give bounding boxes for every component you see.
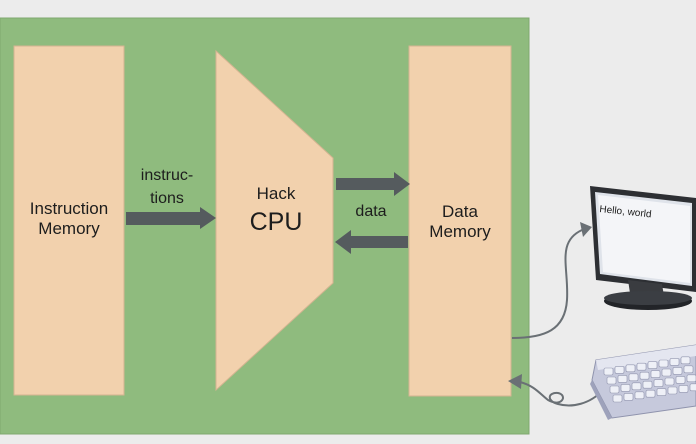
keyboard-key <box>680 356 691 365</box>
keyboard-key <box>639 371 650 380</box>
instruction-memory-label-line2: Memory <box>38 219 100 239</box>
data-memory-block <box>408 45 512 397</box>
data-arrow-right <box>336 172 410 196</box>
keyboard-key <box>647 361 658 369</box>
keyboard-key <box>678 385 689 393</box>
keyboard-key <box>675 376 686 384</box>
keyboard-key <box>603 367 614 376</box>
data-memory-label-line1: Data <box>442 202 478 221</box>
cpu-label-line2: CPU <box>249 208 303 237</box>
keyboard-key <box>683 365 694 374</box>
keyboard-key <box>664 377 675 386</box>
keyboard-key <box>628 373 639 382</box>
instruction-memory-label: Instruction Memory <box>14 199 124 240</box>
keyboard-key <box>658 359 669 368</box>
instructions-arrow <box>126 207 216 229</box>
keyboard-key <box>606 376 617 385</box>
keyboard-key <box>667 386 678 395</box>
keyboard-key <box>609 385 620 394</box>
keyboard-key <box>614 366 625 374</box>
instruction-memory-label-line1: Instruction <box>29 199 109 218</box>
keyboard-key <box>631 382 642 391</box>
keyboard-cable-arrowhead <box>508 374 522 389</box>
keyboard-key <box>642 380 653 389</box>
keyboard-key <box>650 370 661 378</box>
keyboard-key <box>625 364 636 373</box>
keyboard-key <box>623 393 634 401</box>
data-arrow-left <box>335 230 408 254</box>
keyboard-key <box>656 388 667 396</box>
monitor-icon <box>590 186 696 310</box>
keyboard-key <box>661 368 672 377</box>
data-memory-label-line2: Memory <box>429 222 491 242</box>
keyboard-key <box>636 362 647 371</box>
monitor-cable-arrowhead <box>580 222 592 237</box>
instruction-memory-block <box>13 45 125 396</box>
instructions-label-line2: tions <box>150 190 184 208</box>
hack-cpu-block <box>215 49 334 392</box>
keyboard-key <box>634 391 645 400</box>
keyboard-key <box>617 375 628 383</box>
keyboard-key <box>612 394 623 403</box>
keyboard-key <box>689 383 696 392</box>
data-memory-label: Data Memory <box>409 202 511 243</box>
keyboard-key <box>653 379 664 387</box>
keyboard-cable <box>519 381 604 407</box>
keyboard-key <box>672 367 683 375</box>
monitor-cable <box>511 229 583 339</box>
data-bus-label-text: data <box>355 203 387 220</box>
instructions-label-line1: instruc- <box>140 167 194 184</box>
keyboard-key <box>620 384 631 392</box>
cpu-label: Hack CPU <box>236 184 316 237</box>
keyboard-key <box>686 374 696 383</box>
data-bus-label: data <box>340 202 402 221</box>
cpu-label-line1: Hack <box>256 184 296 203</box>
instructions-label: instruc- tions <box>124 164 210 210</box>
keyboard-key <box>669 358 680 366</box>
keyboard-key <box>645 389 656 398</box>
